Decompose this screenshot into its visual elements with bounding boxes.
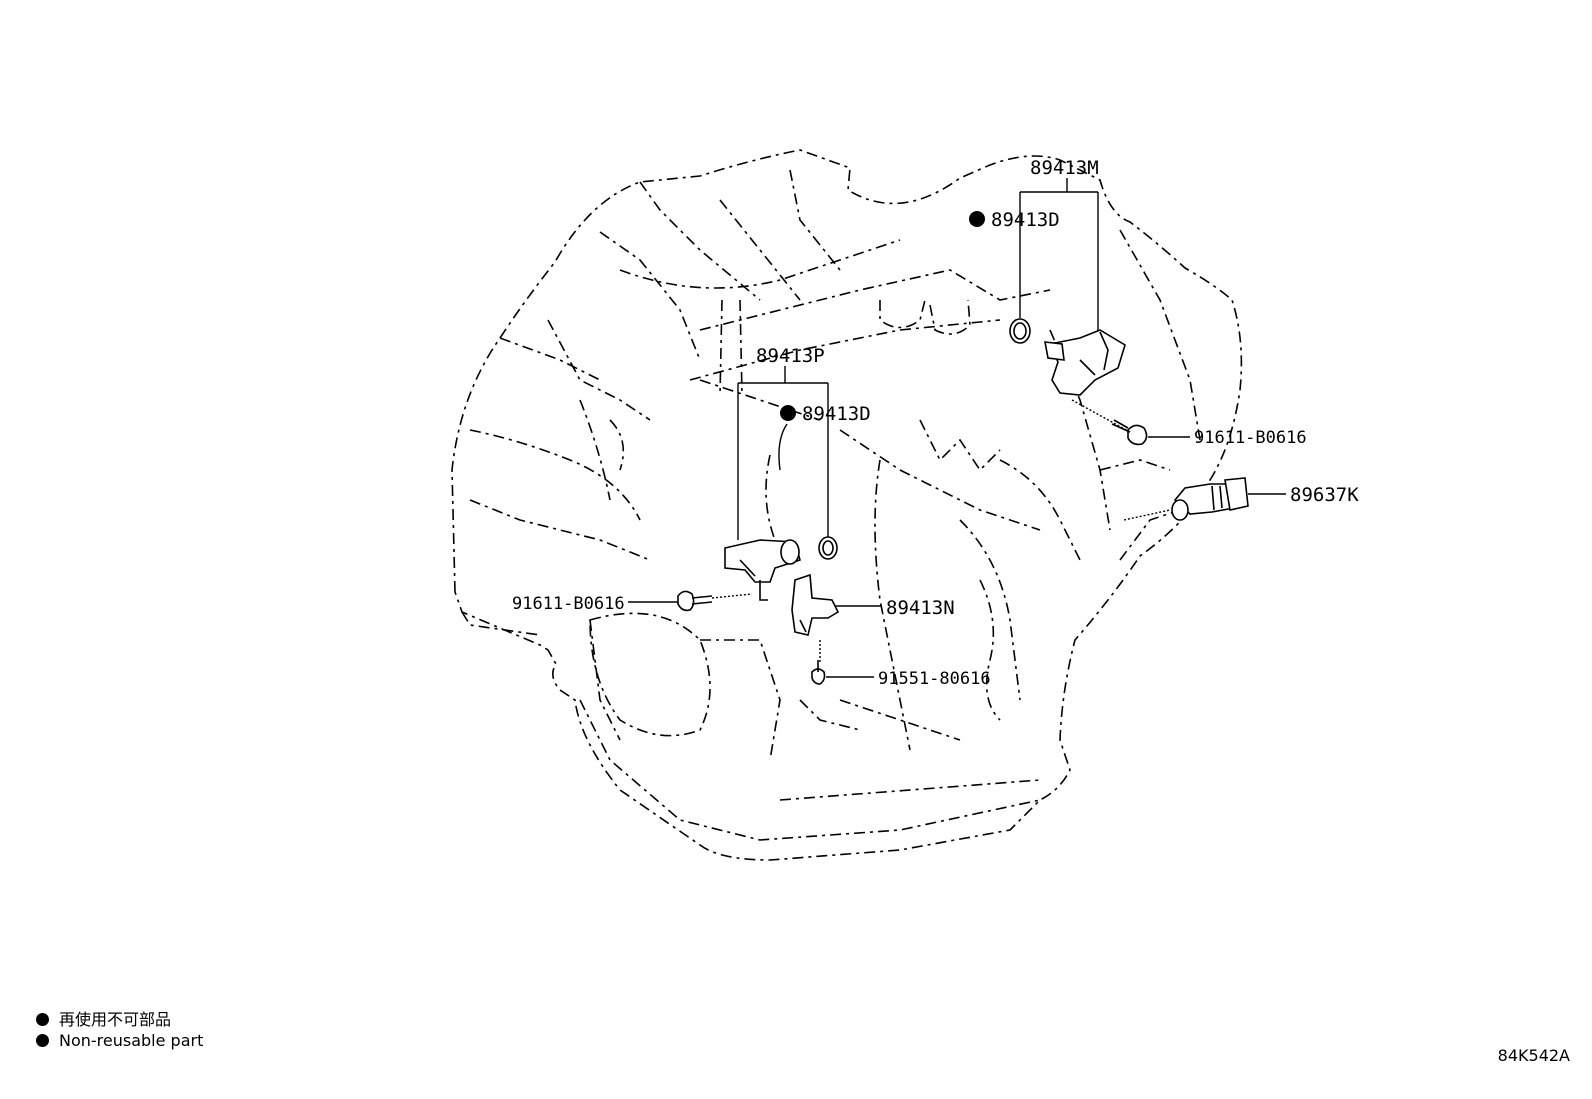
bolt-91551 — [811, 660, 826, 685]
non-reusable-marker-top — [969, 211, 985, 227]
callout-89413D-top: 89413D — [991, 209, 1060, 231]
transmission-housing-outline — [451, 149, 1243, 861]
callout-89413M: 89413M — [1030, 157, 1099, 179]
bolt-left-91611 — [677, 590, 713, 612]
legend-japanese: 再使用不可部品 — [36, 1006, 171, 1030]
figure-code: 84K542A — [1497, 1046, 1570, 1065]
non-reusable-marker-mid — [780, 405, 796, 421]
speed-sensor-89413M — [1044, 329, 1126, 396]
callout-89413D-mid: 89413D — [802, 403, 871, 425]
o-ring-top — [1009, 318, 1031, 344]
legend-japanese-text: 再使用不可部品 — [59, 1010, 172, 1029]
callout-91611-right: 91611-B0616 — [1194, 428, 1307, 448]
legend-dot-icon — [36, 1034, 49, 1047]
legend-english: Non-reusable part — [36, 1031, 203, 1050]
callout-91611-left: 91611-B0616 — [512, 594, 625, 614]
leader-lines — [628, 178, 1286, 678]
callout-89413P: 89413P — [756, 345, 825, 367]
callout-89413N: 89413N — [886, 597, 955, 619]
bolt-right-91611 — [1111, 419, 1148, 446]
speed-sensor-89413N — [791, 573, 840, 636]
legend-dot-icon — [36, 1013, 49, 1026]
o-ring-mid — [818, 536, 838, 560]
pressure-switch-89637K — [1171, 477, 1249, 521]
legend-english-text: Non-reusable part — [59, 1031, 204, 1050]
callout-89637K: 89637K — [1290, 484, 1359, 506]
speed-sensor-89413P — [724, 539, 801, 601]
callout-91551: 91551-80616 — [878, 669, 991, 689]
